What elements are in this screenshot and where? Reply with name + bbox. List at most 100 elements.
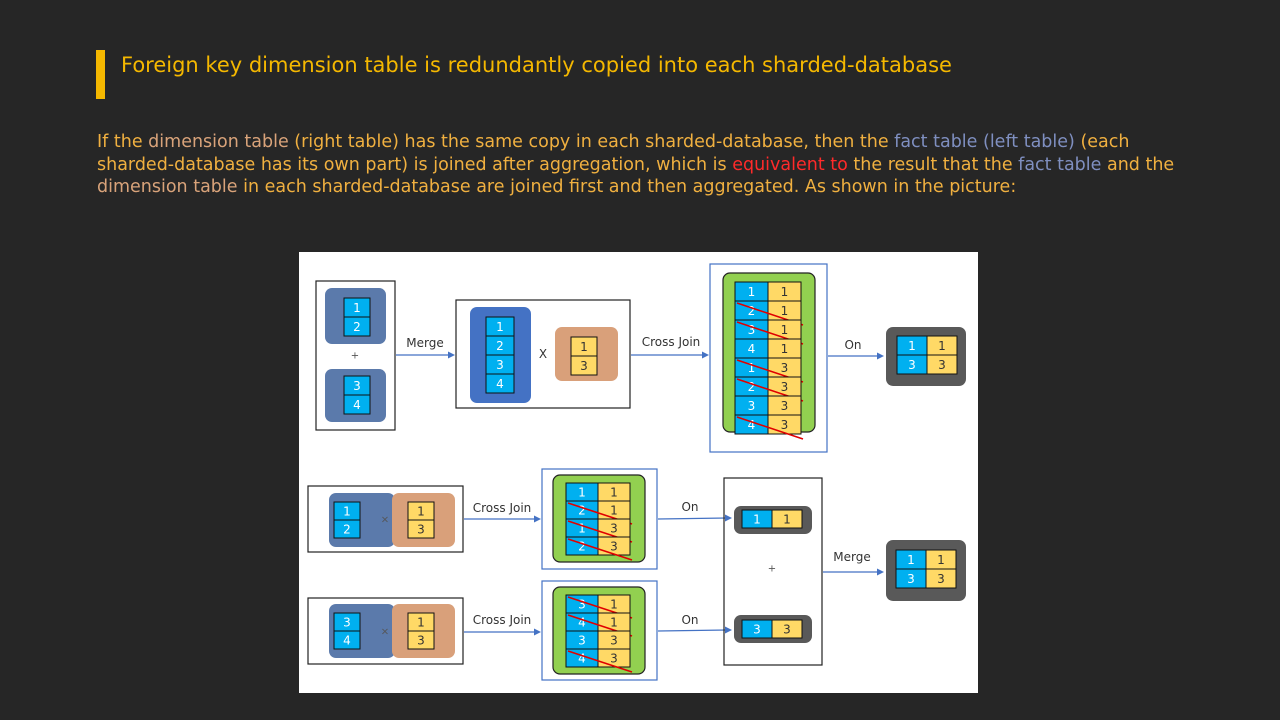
- dim-cell: [407, 630, 435, 650]
- para-text: (each sharded-database has its own part)…: [97, 132, 1130, 175]
- slide-title: Foreign key dimension table is redundant…: [121, 53, 952, 77]
- fact-cell-value: 1: [353, 301, 361, 315]
- top-cross-row-dim-cell-value: 3: [781, 380, 789, 394]
- merge-arrow-head: [877, 568, 884, 576]
- fact-cell-value: 2: [353, 320, 361, 334]
- top-cross-row-fact-cell-value: 2: [748, 380, 756, 394]
- dim-cell-value: 3: [580, 359, 588, 373]
- fact-cell-value: 4: [343, 634, 351, 648]
- bottom-a-cross-row-strike-line: [567, 538, 633, 561]
- final-result-row-fact-cell-value: 3: [907, 572, 915, 586]
- merged-frame: [455, 299, 631, 409]
- fact-cell-value: 2: [496, 339, 504, 353]
- cross-join-label: Cross Join: [473, 501, 532, 515]
- top-cross-row-fact-cell-value: 3: [748, 323, 756, 337]
- cross-join-arrow-head: [702, 351, 709, 359]
- top-cross-row-strike-line: [736, 416, 804, 440]
- bottom-a-cross-row-dim-cell-value: 1: [610, 504, 618, 518]
- fact-cell-value: 3: [753, 623, 761, 637]
- top-result-row-fact-cell-value: 1: [908, 339, 916, 353]
- fact-cell: [333, 519, 361, 539]
- para-text: the result that the: [847, 154, 1019, 175]
- on-label: On: [681, 613, 698, 627]
- term-dimension-table: dimension table: [148, 132, 289, 152]
- small-times-sign: ×: [381, 627, 389, 638]
- top-cross-row-fact-cell-value: 2: [748, 304, 756, 318]
- small-times-sign: ×: [381, 515, 389, 526]
- bottom-a-cross-row-dim-cell-value: 3: [610, 540, 618, 554]
- top-cross-row-fact-cell-value: 1: [748, 285, 756, 299]
- bottom-b-cross-row-dim-cell-value: 3: [610, 634, 618, 648]
- title-accent-bar: [96, 50, 105, 99]
- top-cross-row-dim-cell-value: 3: [781, 399, 789, 413]
- fact-cell-value: 1: [496, 320, 504, 334]
- top-cross-row-dim-cell-value: 1: [781, 342, 789, 356]
- bottom-a-cross-row-dim-cell-value: 1: [610, 486, 618, 500]
- bottom-b-cross-row-dim-cell-value: 3: [610, 652, 618, 666]
- description-paragraph: If the dimension table (right table) has…: [97, 131, 1187, 199]
- para-text: and the: [1101, 154, 1175, 175]
- fact-cell-value: 2: [343, 523, 351, 537]
- fact-cell-value: 3: [343, 616, 351, 630]
- fact-cell: [333, 630, 361, 650]
- cross-join-label: Cross Join: [642, 335, 701, 349]
- dim-cell-value: 3: [417, 634, 425, 648]
- times-sign: X: [539, 347, 547, 361]
- bottom-a-cross-row-fact-cell-value: 1: [578, 522, 586, 536]
- on-label: On: [681, 500, 698, 514]
- dim-cell-value: 1: [783, 513, 791, 527]
- top-cross-row-fact-cell-value: 3: [748, 399, 756, 413]
- top-result-row-fact-cell-value: 3: [908, 358, 916, 372]
- dim-cell-value: 1: [417, 505, 425, 519]
- shards-frame: [315, 280, 396, 431]
- cross-join-frame: [709, 263, 828, 453]
- dim-cell: [771, 509, 803, 529]
- fact-cell-value: 1: [343, 505, 351, 519]
- fact-cell: [343, 394, 371, 415]
- merge-label: Merge: [406, 336, 443, 350]
- bottom-a-cross-row-fact-cell-value: 2: [578, 540, 586, 554]
- final-result-row-fact-cell-value: 1: [907, 553, 915, 567]
- cross-join-label: Cross Join: [473, 613, 532, 627]
- bottom-a-join-frame: [541, 468, 658, 570]
- dim-cell-value: 3: [417, 523, 425, 537]
- bottom-b-cross-row-fact-cell-value: 4: [578, 616, 586, 630]
- bottom-b-cross-row-dim-cell: [597, 648, 631, 668]
- top-cross-row-fact-cell-value: 4: [748, 418, 756, 432]
- fact-cell: [343, 316, 371, 337]
- term-fact-table: fact table (left table): [894, 132, 1075, 152]
- on-arrow: [657, 629, 728, 632]
- on-arrow-head: [877, 352, 884, 360]
- top-cross-row-dim-cell-value: 1: [781, 304, 789, 318]
- fact-cell-value: 1: [753, 513, 761, 527]
- on-label: On: [844, 338, 861, 352]
- dim-cell-value: 3: [783, 623, 791, 637]
- on-arrow: [657, 517, 728, 520]
- bottom-a-cross-row-dim-cell: [597, 536, 631, 556]
- para-text: If the: [97, 132, 149, 152]
- fact-cell-value: 4: [496, 377, 504, 391]
- top-cross-row-dim-cell-value: 1: [781, 285, 789, 299]
- bottom-b-cross-row-dim-cell-value: 1: [610, 616, 618, 630]
- top-cross-row-fact-cell-value: 1: [748, 361, 756, 375]
- term-equivalent: equivalent to: [732, 154, 848, 175]
- term-dimension-table: dimension table: [97, 177, 238, 197]
- merge-arrow-head: [448, 351, 455, 359]
- bottom-a-cross-row-fact-cell-value: 1: [578, 486, 586, 500]
- bottom-b-join-frame: [541, 580, 658, 681]
- dim-cell-value: 1: [580, 340, 588, 354]
- top-result-row-dim-cell: [926, 354, 958, 375]
- on-arrow-head: [725, 626, 732, 634]
- plus-sign: +: [351, 351, 359, 362]
- para-text: in each sharded-database are joined firs…: [237, 177, 1017, 197]
- bottom-b-cross-row-dim-cell-value: 1: [610, 598, 618, 612]
- top-cross-row-fact-cell-value: 4: [748, 342, 756, 356]
- bottom-a-frame: [307, 485, 464, 553]
- top-cross-row-dim-cell-value: 1: [781, 323, 789, 337]
- bottom-b-frame: [307, 597, 464, 665]
- final-result-row-dim-cell: [925, 568, 957, 589]
- final-result-row-dim-cell-value: 1: [937, 553, 945, 567]
- on-arrow-head: [725, 514, 732, 522]
